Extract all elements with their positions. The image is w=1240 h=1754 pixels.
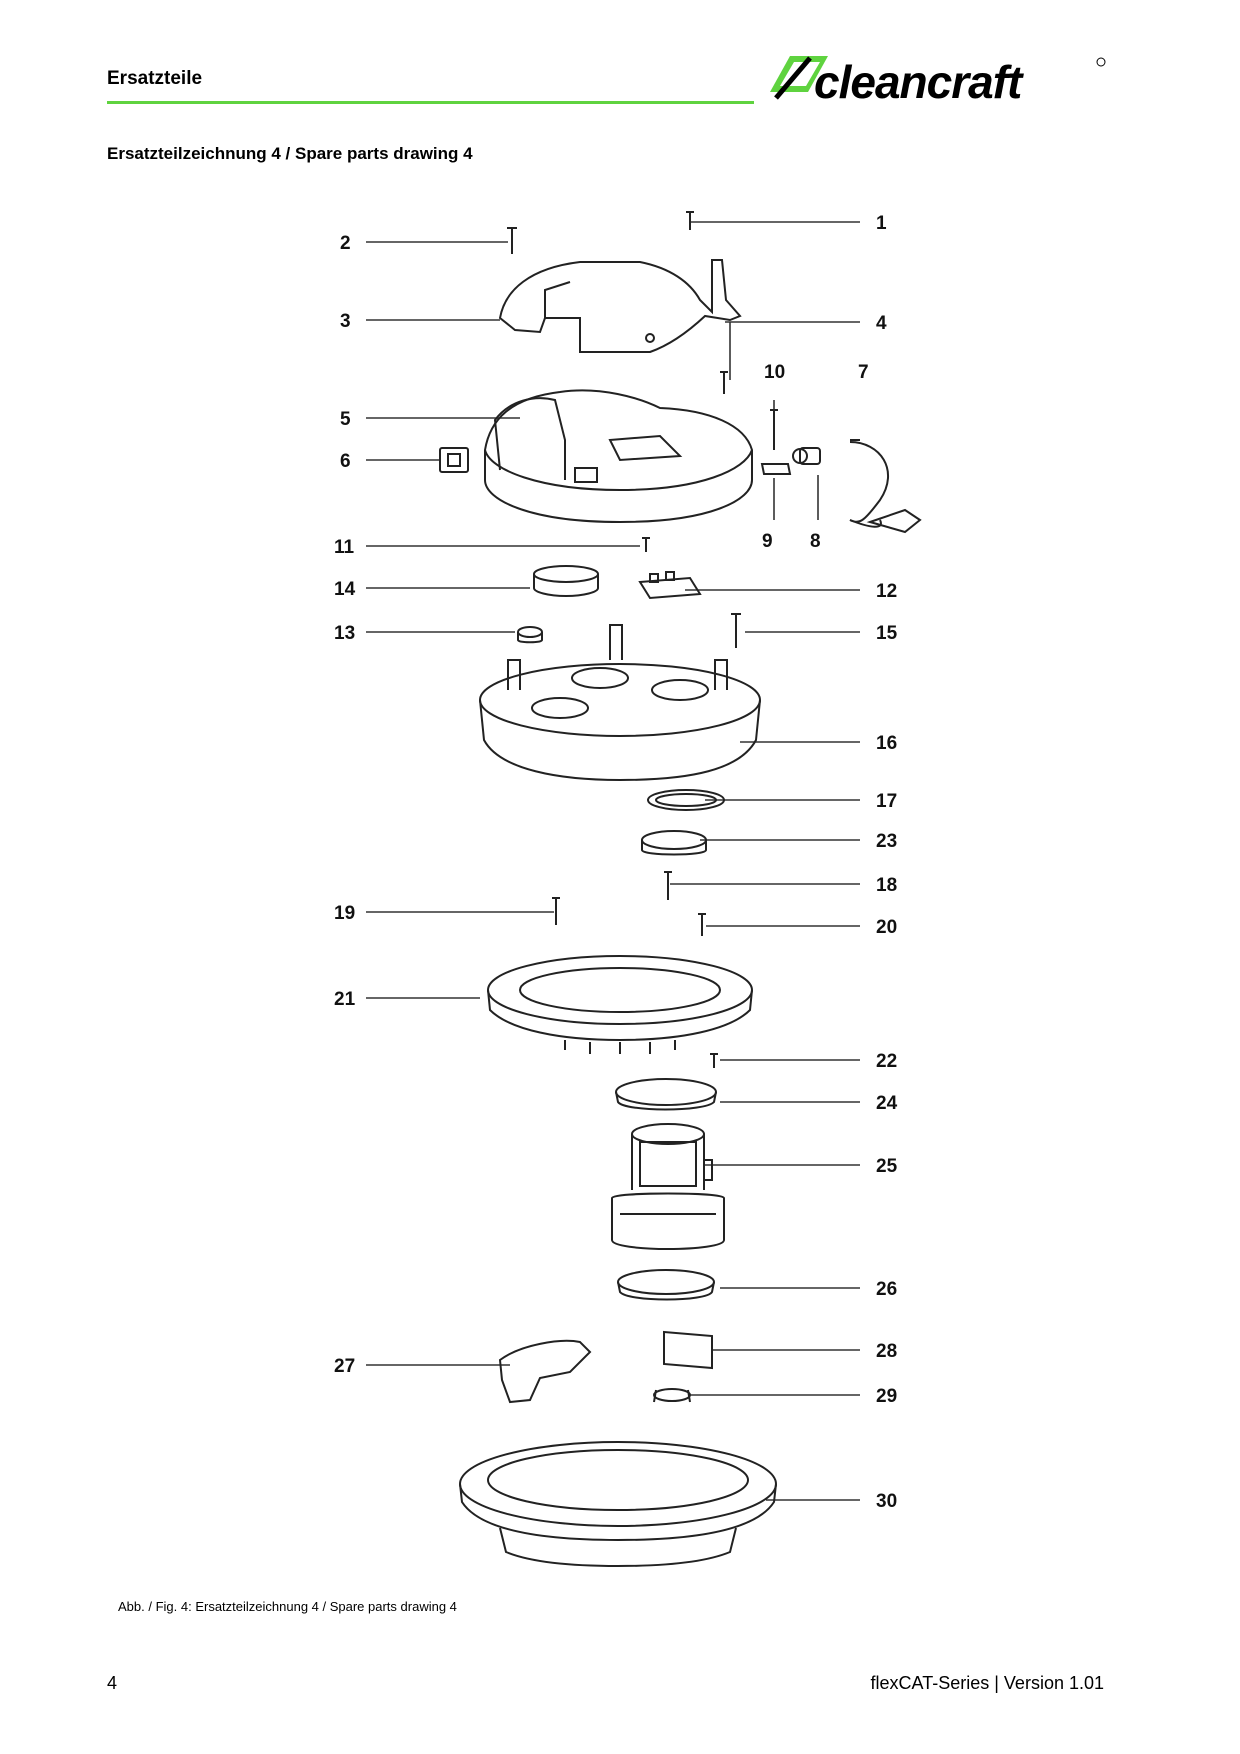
page-number: 4 [107, 1673, 118, 1693]
ring-part-26 [617, 1269, 715, 1301]
part-label: 15 [876, 623, 898, 644]
part-label: 22 [876, 1051, 897, 1072]
part-label: 14 [334, 579, 356, 600]
part-label: 18 [876, 875, 897, 896]
power-cable-part-7 [849, 439, 922, 534]
filter-pad-part-28 [663, 1330, 713, 1370]
part-label: 7 [858, 362, 869, 383]
part-label: 16 [876, 733, 897, 754]
terminal-block-part-12 [638, 571, 702, 600]
grommet-part-8 [792, 447, 821, 465]
screw-19 [552, 897, 560, 925]
screw-10 [770, 409, 778, 450]
part-label: 26 [876, 1279, 897, 1300]
handle-part-3 [498, 259, 742, 353]
drawing-title: Ersatzteilzeichnung 4 / Spare parts draw… [107, 144, 473, 163]
bearing-ring-part-23 [641, 830, 707, 856]
screw-4 [720, 371, 728, 394]
part-label: 19 [334, 903, 355, 924]
logo-wordmark: cleancraft [814, 56, 1024, 106]
figure-caption: Abb. / Fig. 4: Ersatzteilzeichnung 4 / S… [118, 1599, 457, 1614]
part-label: 6 [340, 451, 351, 472]
part-label: 21 [334, 989, 356, 1010]
header-rule [107, 101, 754, 104]
part-label: 25 [876, 1156, 898, 1177]
switch-part-6 [439, 447, 469, 473]
part-label: 8 [810, 531, 821, 552]
part-label: 1 [876, 213, 887, 234]
motor-cover-part-5 [484, 389, 753, 524]
screw-11 [642, 537, 650, 552]
part-label: 29 [876, 1386, 897, 1407]
ring-part-24 [615, 1078, 717, 1111]
disc-part-14 [533, 565, 599, 598]
part-label: 12 [876, 581, 897, 602]
screw-20 [698, 913, 706, 936]
clamp-part-9 [760, 463, 792, 475]
head-assembly-part-16 [479, 624, 761, 782]
screw-22 [710, 1053, 718, 1068]
part-label: 13 [334, 623, 355, 644]
part-label: 24 [876, 1093, 898, 1114]
section-title: Ersatzteile [107, 68, 203, 89]
part-label: 17 [876, 791, 897, 812]
motor-plate-part-21 [487, 955, 753, 1054]
logo-mark-icon [770, 56, 828, 100]
clip-part-29 [653, 1388, 691, 1403]
part-label: 28 [876, 1341, 897, 1362]
handle-grip-part-27 [498, 1339, 592, 1404]
part-label: 4 [876, 313, 887, 334]
base-part-30 [459, 1441, 777, 1568]
screw-15 [731, 613, 741, 648]
motor-part-25 [611, 1123, 725, 1250]
part-labels: 1 2 3 4 5 6 7 8 9 10 11 12 13 14 15 16 1… [334, 213, 898, 1512]
part-label: 20 [876, 917, 897, 938]
part-label: 5 [340, 409, 351, 430]
part-label: 3 [340, 311, 351, 332]
version-label: flexCAT-Series | Version 1.01 [870, 1673, 1104, 1693]
screw-2 [507, 227, 517, 254]
part-label: 2 [340, 233, 351, 254]
seal-ring-part-17 [647, 789, 725, 811]
leader-lines [366, 221, 860, 1501]
part-label: 11 [334, 537, 355, 558]
part-label: 23 [876, 831, 897, 852]
cleancraft-logo: cleancraft [770, 56, 1106, 106]
screw-18 [664, 871, 672, 900]
part-label: 9 [762, 531, 773, 552]
part-label: 10 [764, 362, 785, 383]
part-label: 27 [334, 1356, 355, 1377]
part-label: 30 [876, 1491, 897, 1512]
screw-1 [686, 211, 694, 230]
screws [507, 211, 778, 1068]
nut-part-13 [517, 626, 543, 644]
